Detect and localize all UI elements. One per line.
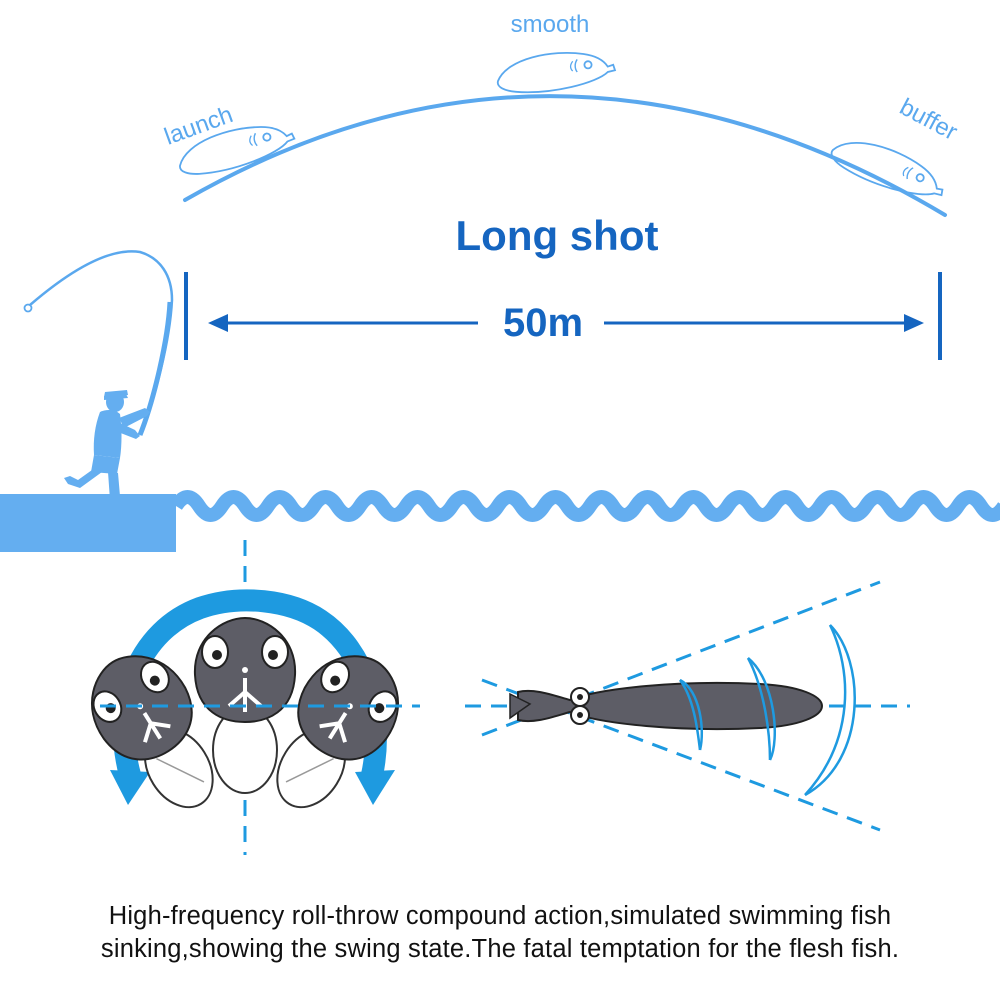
lure-icon-smooth bbox=[496, 51, 616, 94]
lure-front-right bbox=[276, 655, 399, 809]
lure-front-left bbox=[91, 655, 214, 809]
trajectory-arc bbox=[183, 94, 947, 217]
lure-front-center bbox=[193, 616, 297, 794]
caption-line-2: sinking,showing the swing state.The fata… bbox=[100, 935, 900, 963]
caption: High-frequency roll-throw compound actio… bbox=[0, 900, 1000, 966]
label-buffer: buffer bbox=[895, 93, 961, 145]
swim-wake-arcs bbox=[678, 624, 856, 797]
lure-side-view bbox=[509, 681, 824, 731]
fishing-rod-icon bbox=[23, 250, 174, 436]
lure-icon-buffer bbox=[826, 123, 951, 216]
arrowhead-right bbox=[904, 314, 924, 332]
headline: Long shot bbox=[456, 212, 659, 259]
arrowhead-left bbox=[208, 314, 228, 332]
caption-line-1: High-frequency roll-throw compound actio… bbox=[108, 902, 892, 930]
wave-icon bbox=[170, 490, 1000, 522]
wave-line bbox=[170, 490, 1000, 522]
angler-icon bbox=[64, 390, 150, 502]
label-smooth: smooth bbox=[511, 11, 590, 38]
distance-label: 50m bbox=[503, 301, 583, 345]
pier-icon bbox=[0, 494, 176, 552]
